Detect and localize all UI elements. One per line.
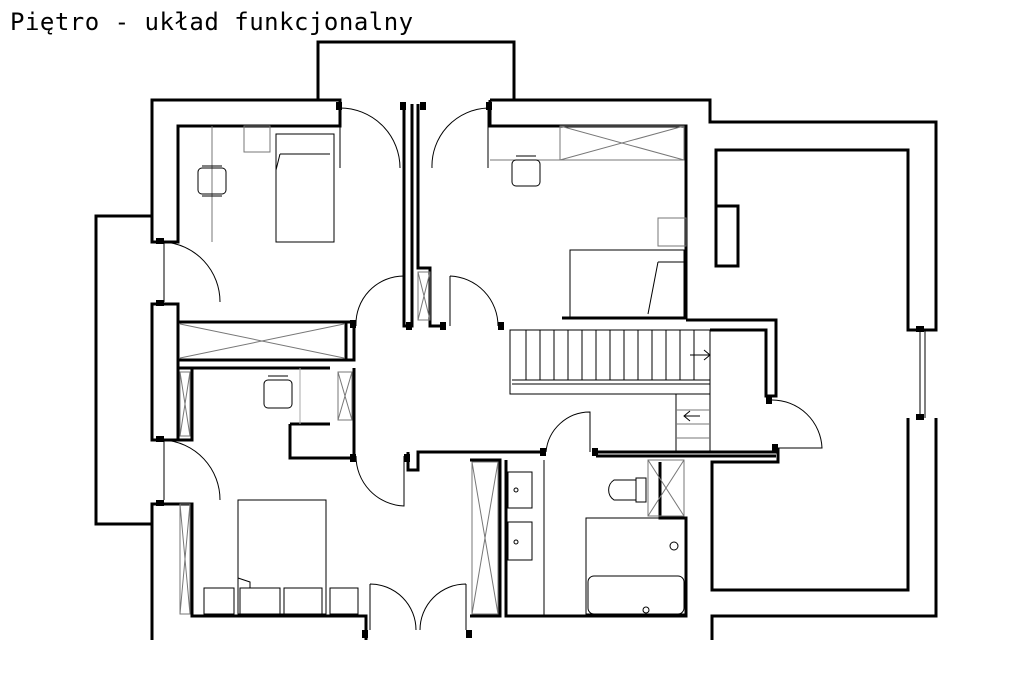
bathroom [507,459,687,615]
wardrobe-left [179,271,431,437]
plan-title: Piętro - układ funkcjonalny [10,8,414,36]
bedroom-middle-left [263,368,301,424]
corridor-wardrobe [471,461,499,615]
bedroom-top-left [197,125,335,243]
doors [163,107,823,631]
bedroom-top-right [490,125,687,319]
bedroom-bottom-left [179,499,359,615]
staircase [509,329,711,452]
interior-walls [176,104,778,640]
balconies [94,40,926,526]
